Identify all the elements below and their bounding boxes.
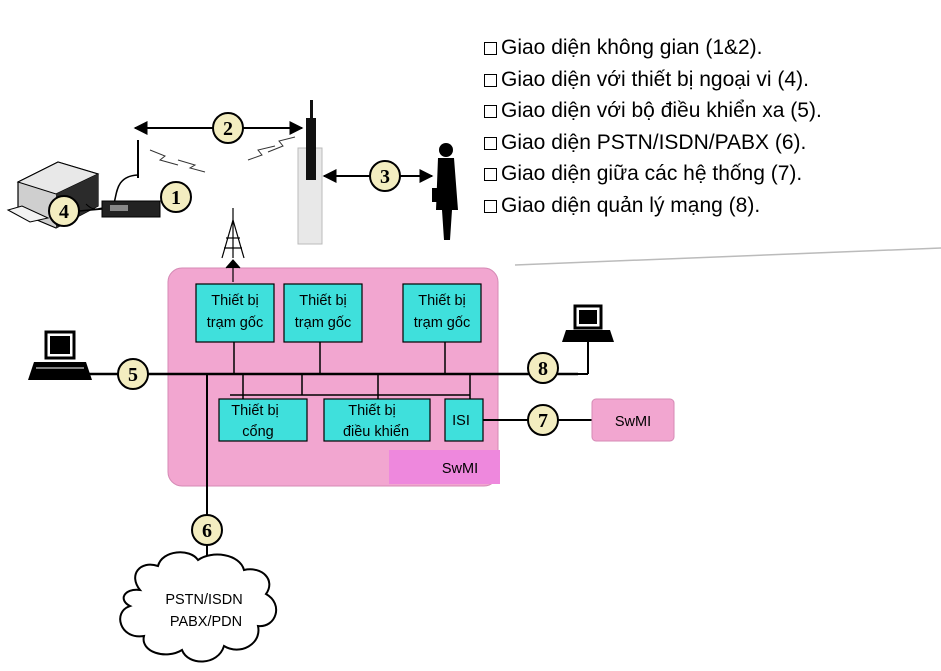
svg-text:1: 1 <box>171 187 181 209</box>
legend-item: Giao diện quản lý mạng (8). <box>484 190 822 222</box>
controller-box: Thiết bị điều khiển <box>323 398 431 442</box>
svg-text:5: 5 <box>128 364 138 386</box>
svg-text:trạm gốc: trạm gốc <box>295 315 351 331</box>
interface-8-marker: 8 <box>527 352 559 384</box>
checkbox-bullet-icon <box>484 199 497 213</box>
checkbox-bullet-icon <box>484 168 497 181</box>
separator-line <box>514 247 941 266</box>
external-swmi <box>591 398 675 442</box>
radio-wave-icon <box>149 136 296 173</box>
interface-2-marker: 2 <box>212 112 244 144</box>
pstn-cloud: PSTN/ISDN PABX/PDN <box>119 551 277 663</box>
svg-text:PSTN/ISDN: PSTN/ISDN <box>165 592 242 608</box>
svg-text:Thiết bị: Thiết bị <box>418 293 466 309</box>
interface-3-marker: 3 <box>369 160 401 192</box>
svg-text:Thiết bị: Thiết bị <box>231 403 279 419</box>
interface-1-marker: 1 <box>160 181 192 213</box>
checkbox-bullet-icon <box>484 42 497 55</box>
base-station-1: Thiết bị trạm gốc <box>195 283 275 343</box>
swmi-label-box <box>389 450 500 484</box>
isi-box: ISI <box>444 398 484 442</box>
legend-item: Giao diện PSTN/ISDN/PABX (6). <box>484 127 822 159</box>
svg-text:PABX/PDN: PABX/PDN <box>170 614 242 630</box>
legend-item: Giao diện giữa các hệ thống (7). <box>484 158 822 190</box>
swmi-label: SwMI <box>442 461 478 477</box>
gateway-box: Thiết bị cổng <box>218 398 308 442</box>
mobile-radio-icon <box>101 140 161 218</box>
checkbox-bullet-icon <box>484 105 497 118</box>
base-station-2: Thiết bị trạm gốc <box>283 283 363 343</box>
svg-text:3: 3 <box>380 166 390 188</box>
svg-text:trạm gốc: trạm gốc <box>414 315 470 331</box>
legend-item: Giao diện với bộ điều khiển xa (5). <box>484 95 822 127</box>
interface-5-marker: 5 <box>117 358 149 390</box>
tower-icon <box>297 100 323 245</box>
svg-text:ISI: ISI <box>452 413 470 429</box>
svg-text:8: 8 <box>538 358 548 380</box>
interface-7-marker: 7 <box>527 404 559 436</box>
checkbox-bullet-icon <box>484 73 497 87</box>
person-icon <box>432 143 458 240</box>
svg-text:6: 6 <box>202 520 212 542</box>
interface-4-marker: 4 <box>48 195 103 227</box>
interface-6-marker: 6 <box>191 514 223 546</box>
svg-text:4: 4 <box>59 201 69 223</box>
base-station-3: Thiết bị trạm gốc <box>402 283 482 343</box>
external-swmi-label: SwMI <box>615 414 651 430</box>
legend-item: Giao diện với thiết bị ngoại vi (4). <box>484 64 822 96</box>
checkbox-bullet-icon <box>484 136 497 150</box>
antenna-icon <box>221 208 245 282</box>
svg-text:điều khiển: điều khiển <box>343 424 409 440</box>
svg-text:7: 7 <box>538 410 548 432</box>
terminal-icon-right <box>562 304 614 374</box>
legend-item: Giao diện không gian (1&2). <box>484 32 822 64</box>
printer-icon <box>6 161 103 229</box>
svg-text:cổng: cổng <box>242 424 273 440</box>
svg-text:2: 2 <box>223 118 233 140</box>
svg-text:trạm gốc: trạm gốc <box>207 315 263 331</box>
terminal-icon-left <box>28 330 92 380</box>
svg-text:Thiết bị: Thiết bị <box>348 403 396 419</box>
interface-legend: Giao diện không gian (1&2). Giao diện vớ… <box>484 32 822 221</box>
svg-text:Thiết bị: Thiết bị <box>211 293 259 309</box>
svg-text:Thiết bị: Thiết bị <box>299 293 347 309</box>
